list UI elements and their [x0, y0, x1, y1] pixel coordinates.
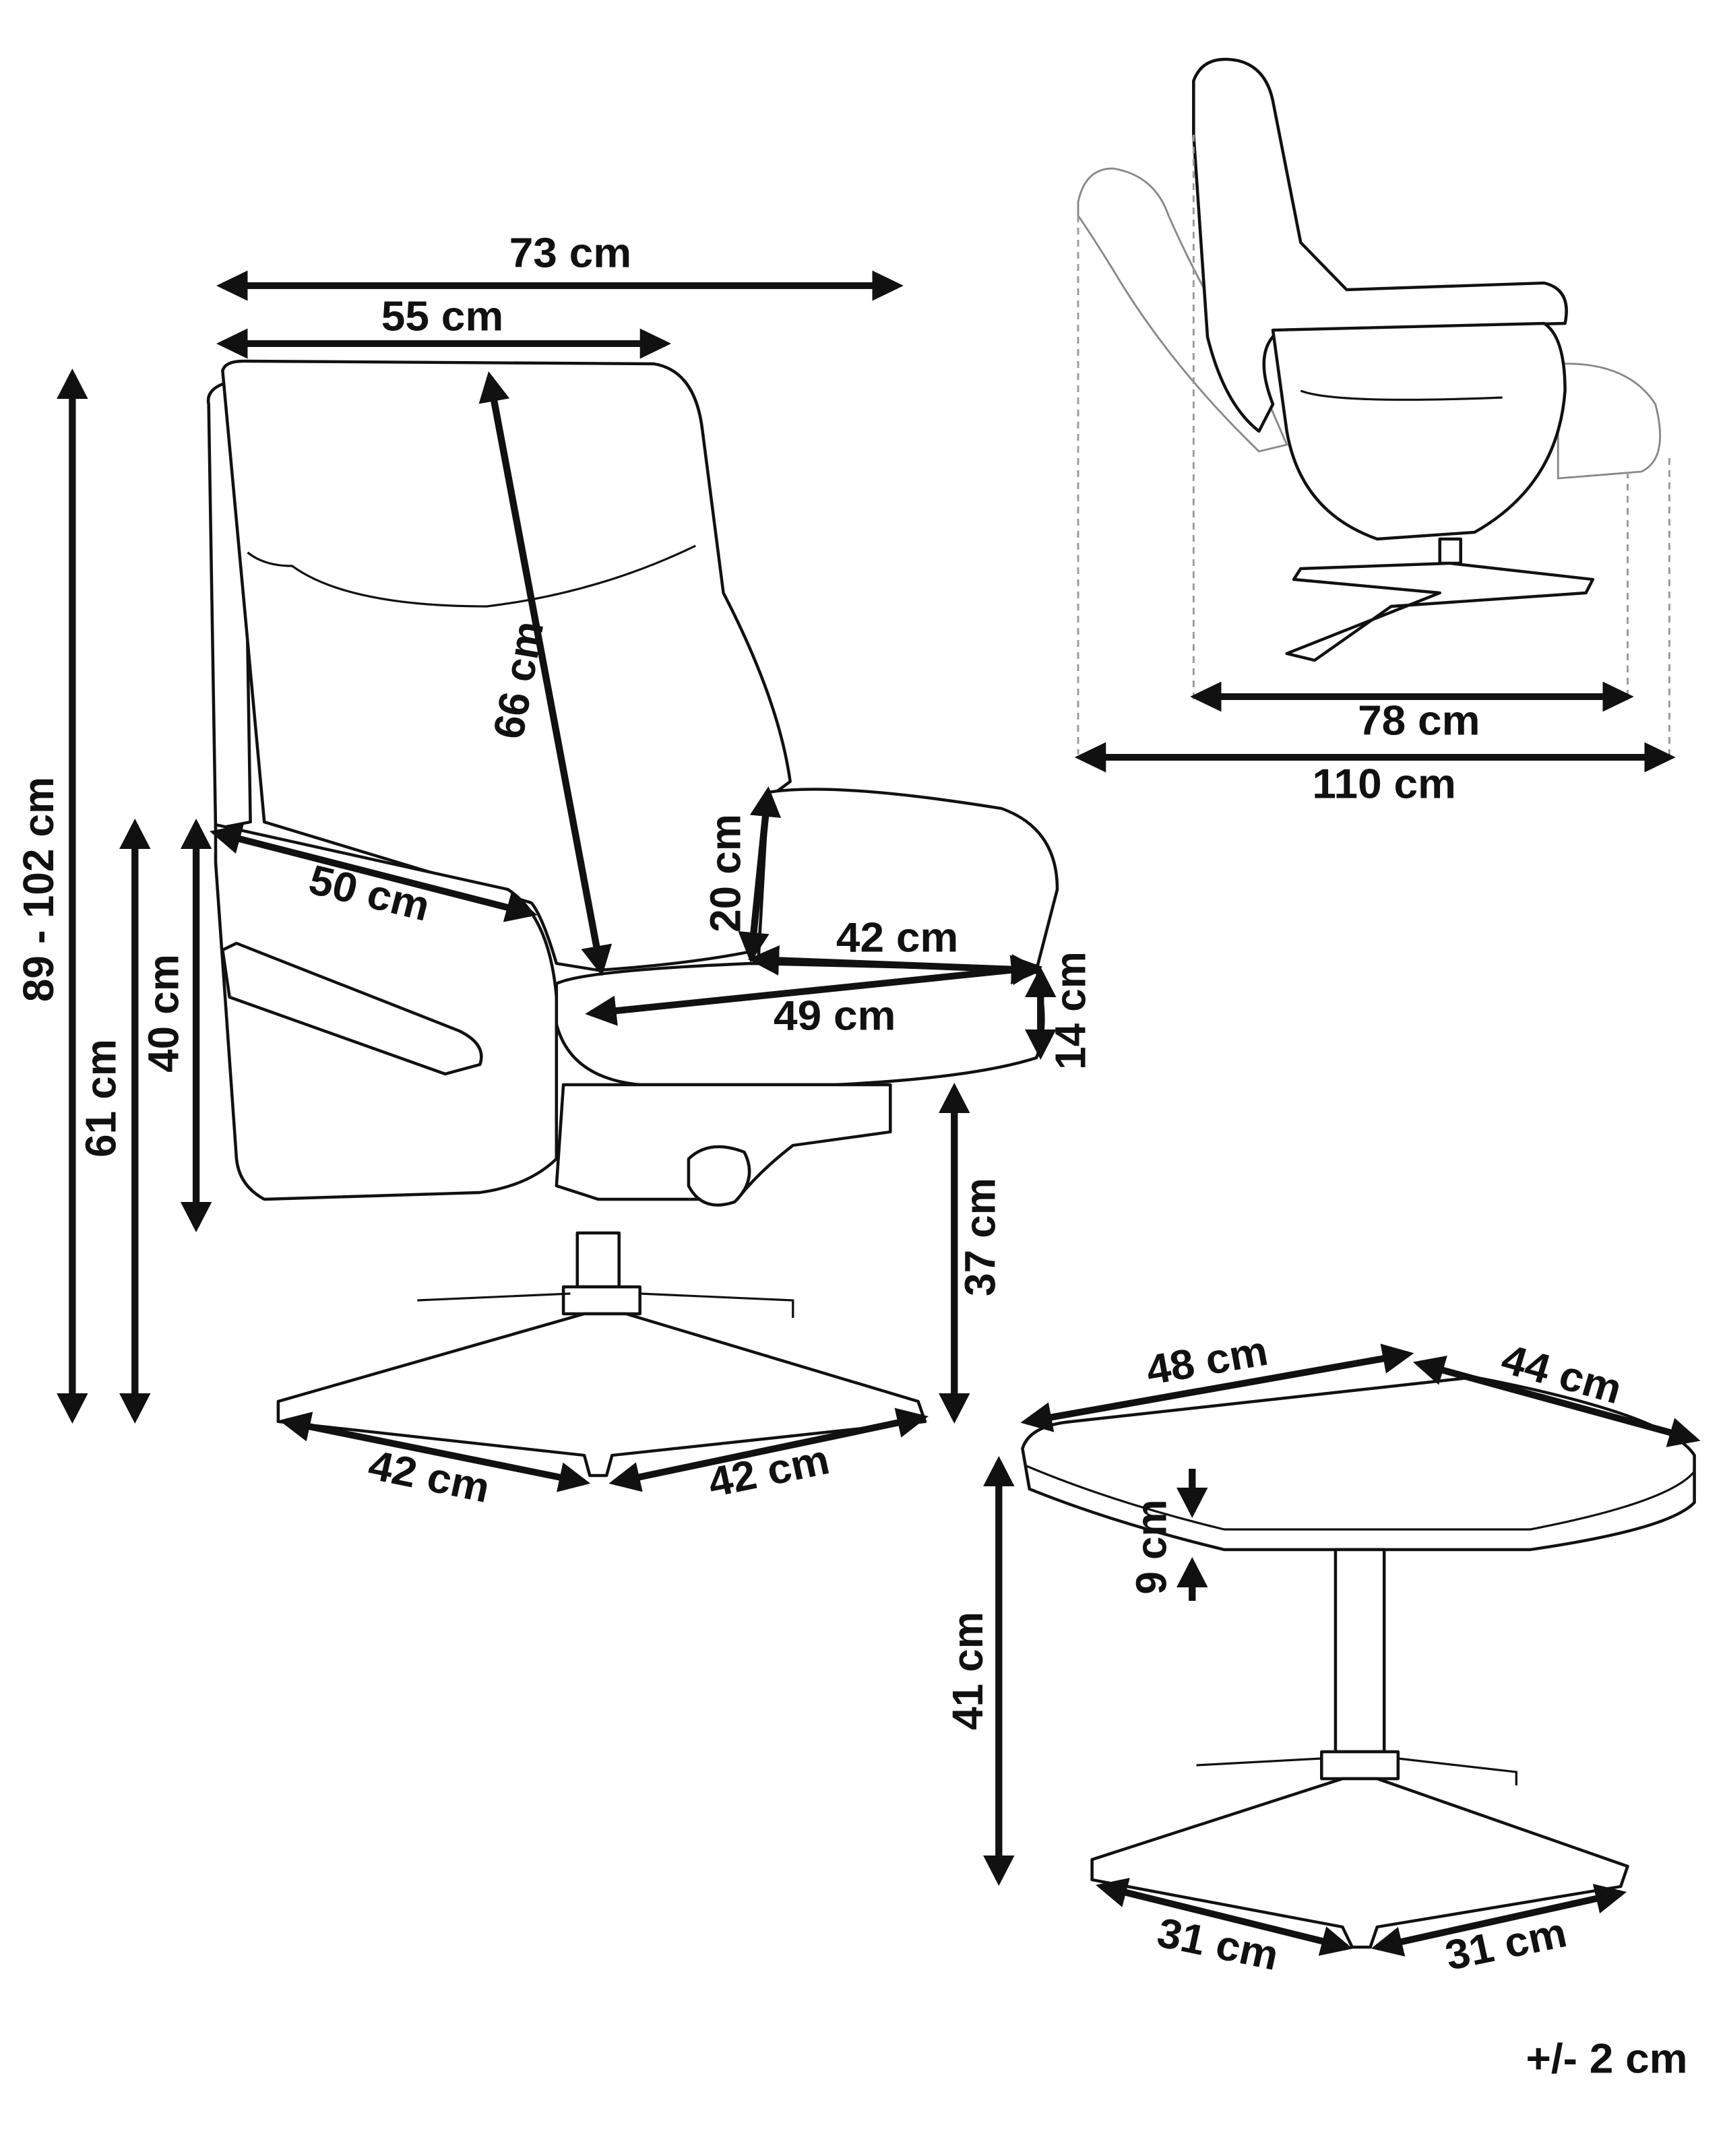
dim-line-backrest-above-seat — [738, 786, 782, 963]
dim-line-stool-depth — [1412, 1356, 1701, 1447]
label-height-total: 89 - 102 cm — [15, 777, 63, 1002]
footstool-drawing — [1021, 1375, 1696, 1949]
dim-line-stool-base-right — [1371, 1884, 1627, 1957]
label-tolerance: +/- 2 cm — [1526, 2035, 1687, 2082]
chair-side-drawing — [1077, 57, 1670, 755]
dim-line-base-right — [608, 1407, 929, 1492]
label-seat-width: 49 cm — [774, 992, 896, 1039]
label-stool-base-right: 31 cm — [1441, 1909, 1571, 1979]
dim-line-stool-width — [1020, 1343, 1414, 1432]
label-seat-thickness: 14 cm — [1047, 951, 1095, 1070]
label-width-back: 55 cm — [381, 293, 503, 340]
label-stool-base-left: 31 cm — [1153, 1909, 1282, 1979]
label-backrest-above-seat: 20 cm — [702, 814, 750, 932]
label-armrest-height: 61 cm — [77, 1039, 125, 1158]
dim-line-base-left — [279, 1412, 591, 1492]
dim-line-backrest — [478, 371, 613, 976]
label-armrest-side: 40 cm — [140, 954, 188, 1073]
label-base-right: 42 cm — [704, 1436, 834, 1507]
dimension-lines — [57, 270, 1701, 1957]
label-width-total: 73 cm — [509, 230, 631, 276]
dim-line-armrest-length — [210, 824, 538, 922]
label-seat-height: 37 cm — [957, 1178, 1005, 1296]
label-stool-height: 41 cm — [944, 1612, 992, 1730]
dim-line-stool-base-left — [1096, 1878, 1353, 1956]
label-depth-upright: 78 cm — [1358, 697, 1480, 744]
label-seat-depth: 42 cm — [836, 914, 958, 961]
label-stool-cushion: 9 cm — [1128, 1499, 1176, 1594]
dim-line-seat-width — [585, 955, 1043, 1026]
label-depth-reclined: 110 cm — [1312, 761, 1456, 807]
